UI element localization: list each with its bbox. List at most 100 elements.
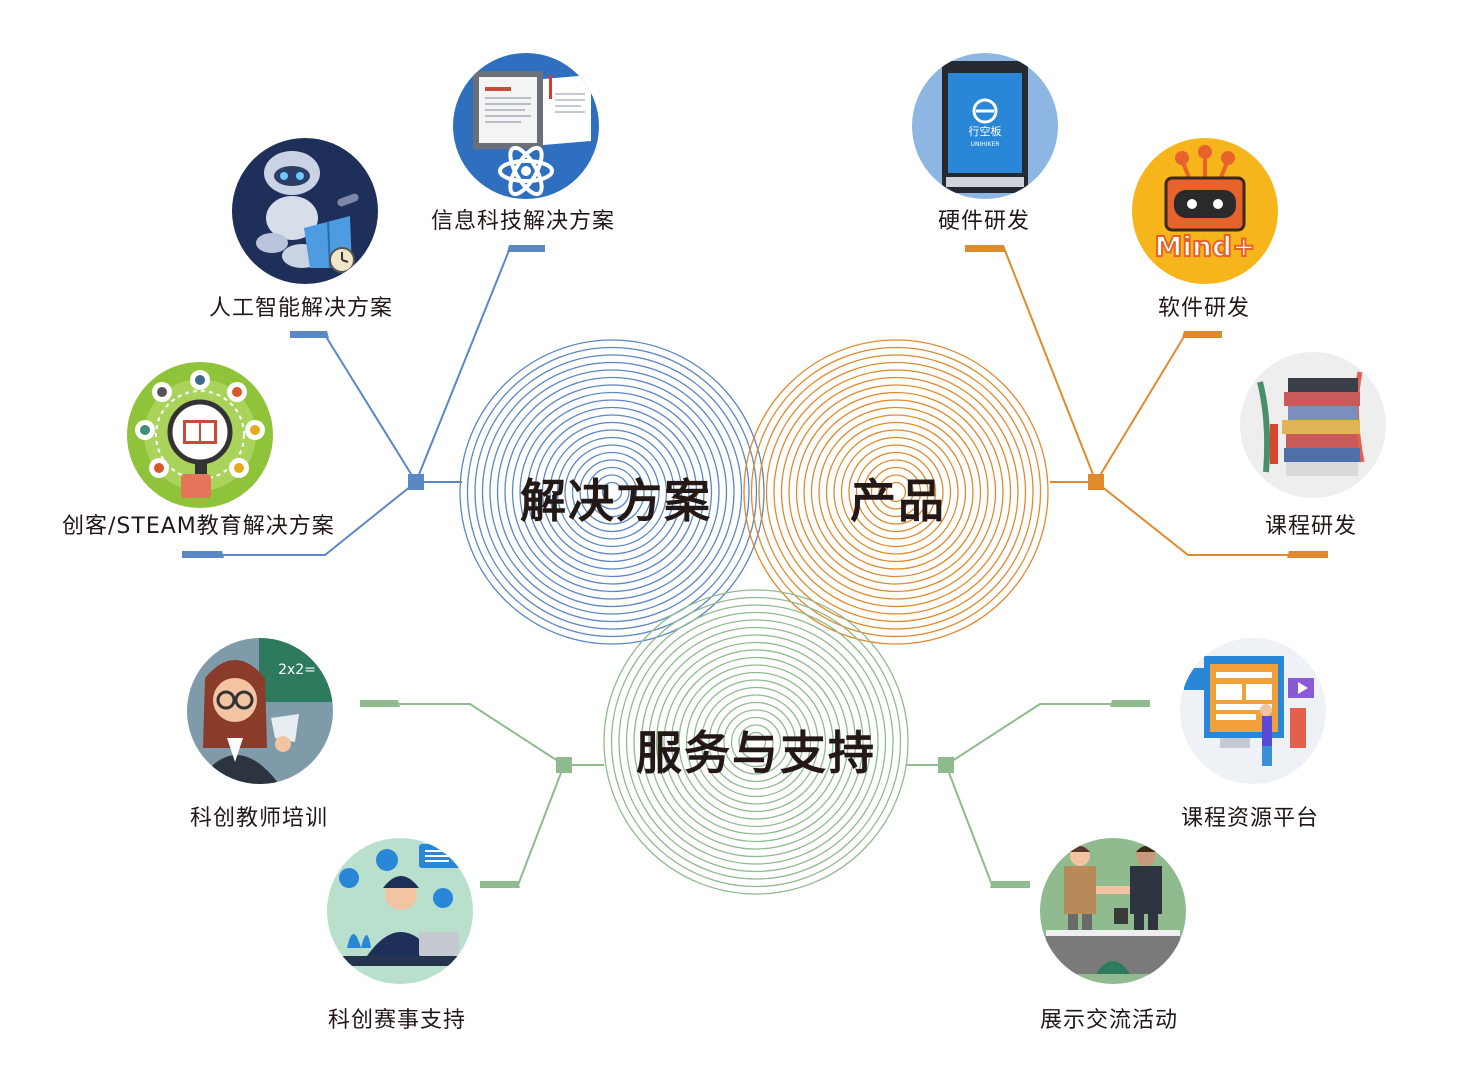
connector-ai [290, 334, 417, 483]
services-ring [685, 671, 827, 813]
services-ring [678, 664, 834, 820]
tab-exchange [990, 881, 1030, 888]
services-ring [655, 641, 857, 843]
products-ring [803, 399, 989, 585]
solutions-ring [571, 451, 653, 533]
products-ring [773, 369, 1019, 615]
products-ring [885, 481, 907, 503]
junction-solutions [408, 474, 424, 490]
support-agent-icon [327, 838, 473, 984]
products-ring [780, 376, 1012, 608]
web-platform-icon [1180, 638, 1326, 784]
products-ring [825, 421, 967, 563]
products-ring [818, 414, 974, 570]
services-ring [648, 634, 864, 850]
solutions-ring [519, 399, 705, 585]
solutions-ring [586, 466, 638, 518]
tab-it [507, 245, 545, 252]
products-ring [863, 459, 929, 525]
products-ring [810, 406, 982, 578]
services-rings [603, 589, 909, 895]
services-ring [708, 694, 804, 790]
solutions-ring [534, 414, 690, 570]
solutions-ring [481, 361, 743, 623]
solutions-ring [459, 339, 765, 645]
solutions-tabs [182, 245, 545, 558]
connector-contest [480, 764, 565, 886]
services-ring [738, 724, 774, 760]
book-stack-icon [1240, 352, 1386, 498]
node-software-label: 软件研发 [1158, 296, 1251, 321]
tab-ai [290, 331, 329, 338]
products-ring [750, 346, 1042, 638]
tab-platform [1110, 700, 1150, 707]
solutions-ring [564, 444, 660, 540]
services-ring [663, 649, 849, 835]
connector-software [1095, 334, 1222, 483]
solutions-rings [459, 339, 765, 645]
services-tabs [360, 700, 1150, 888]
services-ring [670, 656, 842, 828]
services-ring [603, 589, 909, 895]
solutions-ring [504, 384, 720, 600]
services-ring [723, 709, 789, 775]
connector-platform [945, 703, 1150, 766]
connector-course [1095, 481, 1328, 556]
node-course-label: 课程研发 [1265, 514, 1358, 539]
junction-products [1088, 474, 1104, 490]
services-ring [633, 619, 879, 865]
solutions-ring [496, 376, 728, 608]
products-ring [758, 354, 1034, 630]
blackboard-text: 2x2= [278, 662, 316, 678]
products-ring [833, 429, 959, 555]
mind-plus-robot-icon: Mind+ [1132, 138, 1278, 284]
solutions-ring [579, 459, 645, 525]
connector-exchange [945, 764, 1030, 886]
solutions-ring [601, 481, 623, 503]
node-hardware-label: 硬件研发 [938, 209, 1031, 234]
solutions-ring [511, 391, 713, 593]
products-rings [743, 339, 1049, 645]
solutions-ring [549, 429, 675, 555]
hub-services-label: 服务与支持 [636, 726, 876, 780]
services-ring [745, 731, 767, 753]
services-ring [625, 611, 887, 873]
handshake-icon [1040, 838, 1186, 984]
node-teacher-label: 科创教师培训 [190, 806, 329, 831]
services-ring [715, 701, 797, 783]
services-ring [610, 596, 902, 888]
connector-teacher [360, 703, 565, 766]
board-text-en: UNIHIKER [971, 141, 1000, 148]
products-ring [840, 436, 952, 548]
connector-maker [182, 481, 417, 556]
junction-services-left [556, 757, 572, 773]
products-ring [848, 444, 944, 540]
connector-it [415, 247, 545, 483]
solutions-ring [556, 436, 668, 548]
hub-products-label: 产品 [850, 474, 946, 528]
tab-course [1287, 551, 1328, 558]
products-ring [870, 466, 922, 518]
robot-reading-icon [232, 138, 378, 284]
services-ring [693, 679, 819, 805]
solutions-ring [474, 354, 750, 630]
solutions-ring [526, 406, 698, 578]
products-ring [795, 391, 997, 593]
book-atom-icon [453, 53, 599, 199]
node-platform-label: 课程资源平台 [1181, 806, 1320, 831]
node-maker-label: 创客/STEAM教育解决方案 [62, 514, 335, 539]
products-ring [788, 384, 1004, 600]
node-ai-label: 人工智能解决方案 [209, 296, 394, 321]
tab-software [1182, 331, 1222, 338]
services-ring [618, 604, 894, 880]
tab-hardware [965, 245, 1006, 252]
products-ring [765, 361, 1027, 623]
tab-teacher [360, 700, 400, 707]
magnifier-book-icon [127, 362, 273, 508]
services-ring [730, 716, 782, 768]
products-ring [743, 339, 1049, 645]
node-exchange-label: 展示交流活动 [1040, 1008, 1179, 1033]
junction-services-right [938, 757, 954, 773]
services-ring [700, 686, 812, 798]
